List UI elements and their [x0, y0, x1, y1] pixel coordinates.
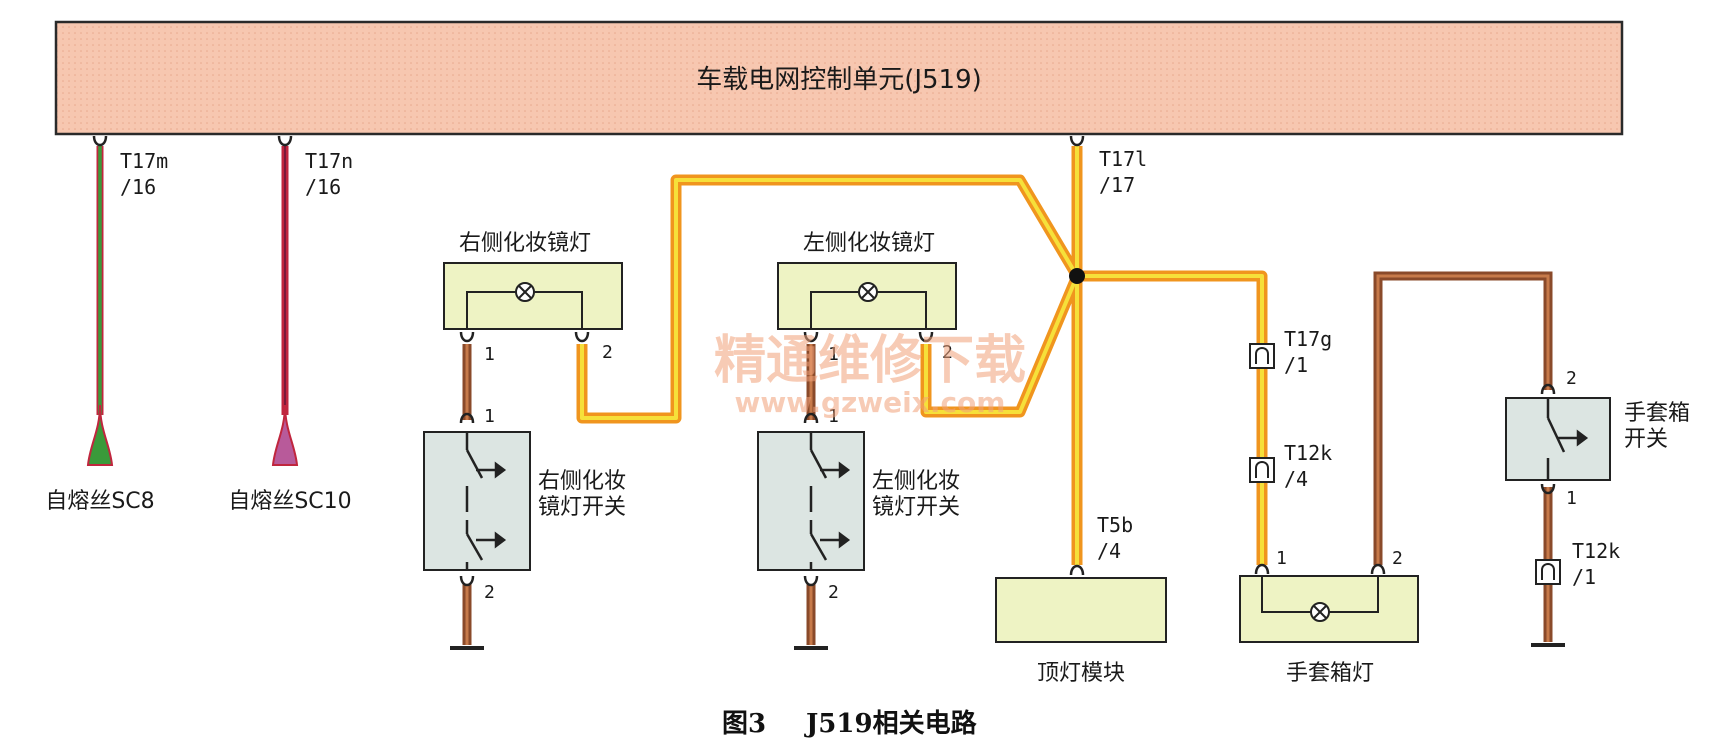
svg-text:1: 1: [484, 344, 495, 365]
right-mirror-switch-label-2: 镜灯开关: [538, 495, 626, 520]
right-mirror-lamp-label: 右侧化妆镜灯: [459, 231, 591, 256]
svg-text:/17: /17: [1099, 173, 1135, 197]
svg-text:图3: 图3: [722, 709, 766, 739]
svg-text:2: 2: [942, 342, 953, 363]
switch-contact-icon: [1546, 398, 1589, 480]
splice-junction: [1069, 268, 1085, 284]
svg-text:1: 1: [828, 406, 839, 427]
lamp-icon: [1310, 602, 1330, 622]
control-unit-j519: 车载电网控制单元(J519): [54, 20, 1624, 136]
left-mirror-switch-label-1: 左侧化妆: [872, 469, 960, 494]
svg-text:1: 1: [484, 406, 495, 427]
wire-network-orange: [576, 146, 1268, 565]
svg-text:T17l: T17l: [1099, 147, 1147, 171]
svg-text:2: 2: [484, 582, 495, 603]
svg-text:2: 2: [828, 582, 839, 603]
svg-text:/4: /4: [1284, 467, 1308, 491]
dome-light-module-label: 顶灯模块: [1037, 661, 1125, 686]
svg-text:T12k: T12k: [1572, 539, 1620, 563]
connector-t17g: T17g /1: [1249, 327, 1332, 377]
watermark: 精通维修下载 www.gzweix.com: [714, 331, 1026, 419]
left-mirror-lamp-label: 左侧化妆镜灯: [803, 231, 935, 256]
ground-symbols: [450, 643, 1565, 650]
right-mirror-switch-label-1: 右侧化妆: [538, 469, 626, 494]
svg-text:2: 2: [1566, 368, 1577, 389]
glovebox-switch-label-2: 开关: [1624, 427, 1668, 452]
svg-text:/1: /1: [1572, 565, 1596, 589]
left-mirror-switch: 1 2 左侧化妆 镜灯开关: [757, 406, 960, 603]
glovebox-lamp-label: 手套箱灯: [1286, 661, 1374, 686]
dome-light-module: T5b /4 顶灯模块: [995, 513, 1167, 686]
glovebox-lamp: 1 2 手套箱灯: [1239, 548, 1419, 686]
connector-t12k-a: T12k /4: [1249, 441, 1332, 491]
lamp-icon: [515, 282, 535, 302]
connector-t5b: T5b /4: [1097, 513, 1133, 563]
connector-t12k-b: T12k /1: [1535, 539, 1620, 589]
right-mirror-switch: 1 2 右侧化妆 镜灯开关: [423, 406, 626, 603]
glovebox-switch-label-1: 手套箱: [1624, 401, 1690, 426]
lamp-icon: [858, 282, 878, 302]
svg-text:精通维修下载: 精通维修下载: [714, 331, 1026, 391]
svg-text:T17g: T17g: [1284, 327, 1332, 351]
svg-text:T17n: T17n: [305, 149, 353, 173]
svg-text:J519相关电路: J519相关电路: [804, 708, 978, 739]
svg-text:1: 1: [1566, 488, 1577, 509]
left-mirror-switch-label-2: 镜灯开关: [872, 495, 960, 520]
control-unit-label: 车载电网控制单元(J519): [696, 65, 982, 95]
fuse-sc10-label: 自熔丝SC10: [228, 489, 351, 514]
connector-t17m: T17m /16: [120, 149, 168, 199]
svg-text:T17m: T17m: [120, 149, 168, 173]
figure-caption: 图3 J519相关电路: [722, 708, 978, 739]
svg-text:2: 2: [602, 342, 613, 363]
svg-text:1: 1: [828, 344, 839, 365]
svg-text:/16: /16: [120, 175, 156, 199]
wire-sc8: [86, 146, 114, 466]
svg-text:T5b: T5b: [1097, 513, 1133, 537]
unit-pin-hooks: [92, 135, 1085, 147]
fuse-sc8-label: 自熔丝SC8: [45, 489, 154, 514]
svg-text:www.gzweix.com: www.gzweix.com: [735, 386, 1006, 419]
switch-contact-icon: [465, 432, 507, 570]
connector-t17n: T17n /16: [305, 149, 353, 199]
svg-text:/4: /4: [1097, 539, 1121, 563]
wire-sc10: [271, 146, 299, 466]
connector-t17l: T17l /17: [1099, 147, 1147, 197]
svg-text:1: 1: [1276, 548, 1287, 569]
svg-text:/1: /1: [1284, 353, 1308, 377]
right-mirror-lamp: 右侧化妆镜灯 1 2: [443, 231, 623, 365]
svg-text:2: 2: [1392, 548, 1403, 569]
svg-text:/16: /16: [305, 175, 341, 199]
left-mirror-lamp: 左侧化妆镜灯 1 2: [777, 231, 957, 365]
glovebox-switch: 2 1 手套箱 开关: [1505, 368, 1690, 509]
svg-text:T12k: T12k: [1284, 441, 1332, 465]
switch-contact-icon: [809, 432, 851, 570]
